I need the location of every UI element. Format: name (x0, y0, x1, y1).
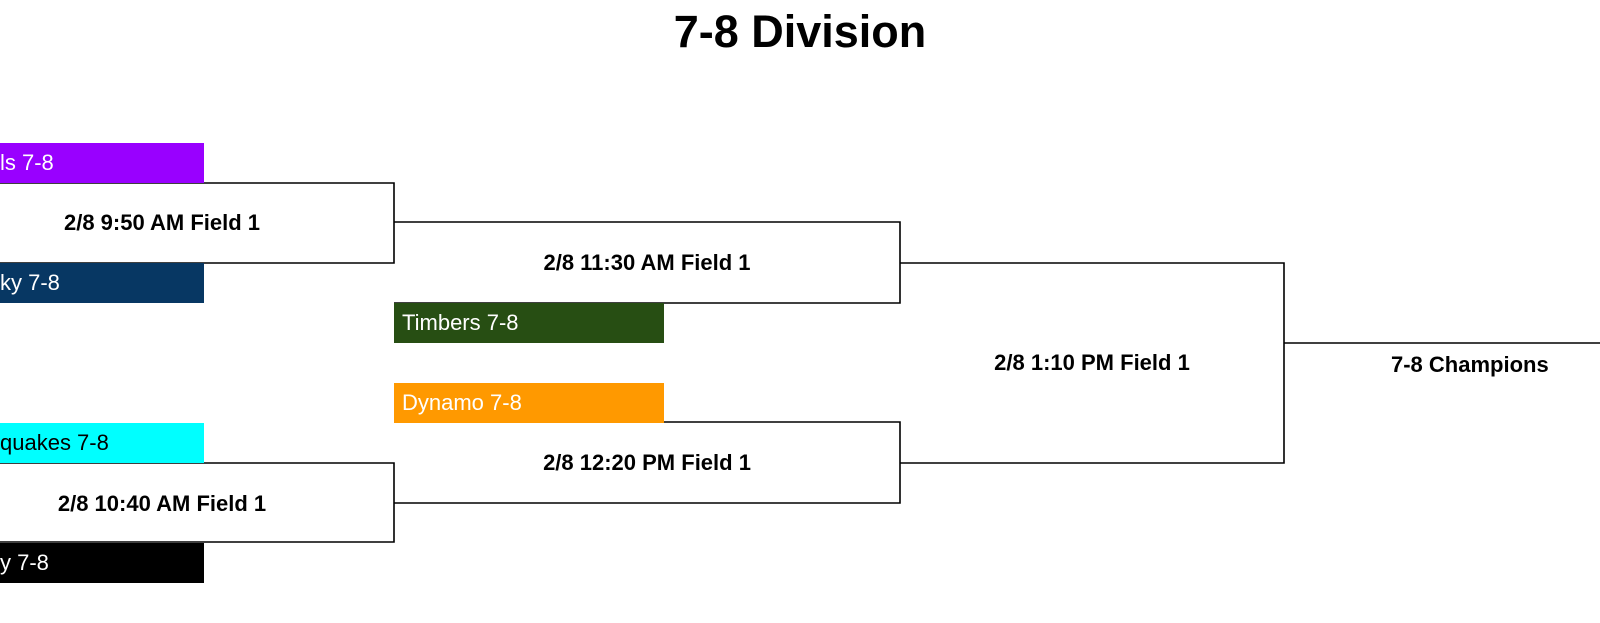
team-slot-1: ls 7-8 (0, 143, 204, 183)
bracket-line-game-110 (900, 262, 1285, 464)
team-slot-6: y 7-8 (0, 543, 204, 583)
game-label-950: 2/8 9:50 AM Field 1 (63, 210, 261, 235)
game-label-1220: 2/8 12:20 PM Field 1 (543, 450, 751, 475)
division-title: 7-8 Division (673, 6, 927, 57)
team-slot-2: ky 7-8 (0, 263, 204, 303)
team-name-6: y 7-8 (0, 550, 49, 575)
team-name-timbers: Timbers 7-8 (402, 310, 519, 335)
game-label-1040: 2/8 10:40 AM Field 1 (57, 491, 267, 516)
team-name-1: ls 7-8 (0, 150, 54, 175)
team-name-2: ky 7-8 (0, 270, 60, 295)
team-name-5: quakes 7-8 (0, 430, 109, 455)
game-label-110: 2/8 1:10 PM Field 1 (994, 350, 1190, 375)
team-slot-timbers: Timbers 7-8 (394, 303, 664, 343)
champion-label: 7-8 Champions (1391, 352, 1549, 377)
team-slot-dynamo: Dynamo 7-8 (394, 383, 664, 423)
game-label-1130: 2/8 11:30 AM Field 1 (543, 250, 751, 275)
team-name-dynamo: Dynamo 7-8 (402, 390, 522, 415)
team-slot-5: quakes 7-8 (0, 423, 204, 463)
